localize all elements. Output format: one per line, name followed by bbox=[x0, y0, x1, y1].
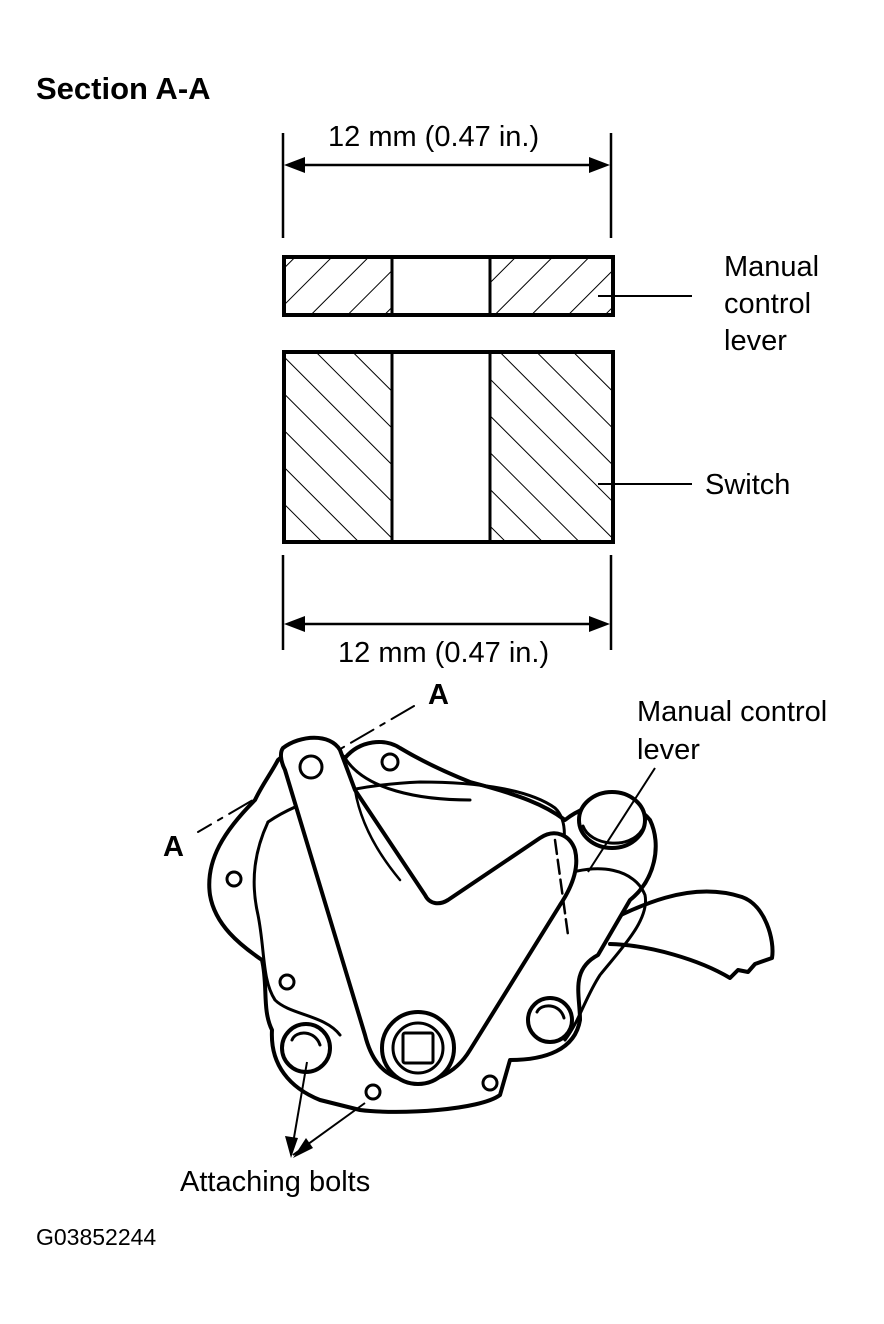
top-dimension bbox=[281, 133, 613, 238]
section-title: Section A-A bbox=[36, 71, 211, 106]
arrow-bolt-right bbox=[293, 1138, 313, 1158]
dimension-bottom-label: 12 mm (0.47 in.) bbox=[338, 637, 550, 669]
manual-control-lever-view-label-line1: Manual control bbox=[637, 696, 828, 728]
dimension-top-label: 12 mm (0.47 in.) bbox=[328, 121, 540, 153]
switch-label: Switch bbox=[705, 469, 791, 501]
arrow-bolt-left bbox=[285, 1136, 298, 1158]
manual-control-lever-section-label-line3: lever bbox=[724, 325, 787, 357]
section-marker-left: A bbox=[163, 831, 184, 863]
section-switch bbox=[282, 350, 615, 544]
manual-control-lever-section-label-line1: Manual bbox=[724, 251, 820, 283]
manual-control-lever-view-label-line2: lever bbox=[637, 734, 700, 766]
manual-control-lever-section-label-line2: control bbox=[724, 288, 812, 320]
section-lever bbox=[282, 255, 615, 317]
bottom-dimension bbox=[281, 555, 613, 650]
attaching-bolts-label: Attaching bolts bbox=[180, 1166, 371, 1198]
switch-assembly bbox=[197, 705, 775, 1114]
figure-id: G03852244 bbox=[36, 1224, 157, 1250]
section-marker-top: A bbox=[428, 679, 449, 711]
